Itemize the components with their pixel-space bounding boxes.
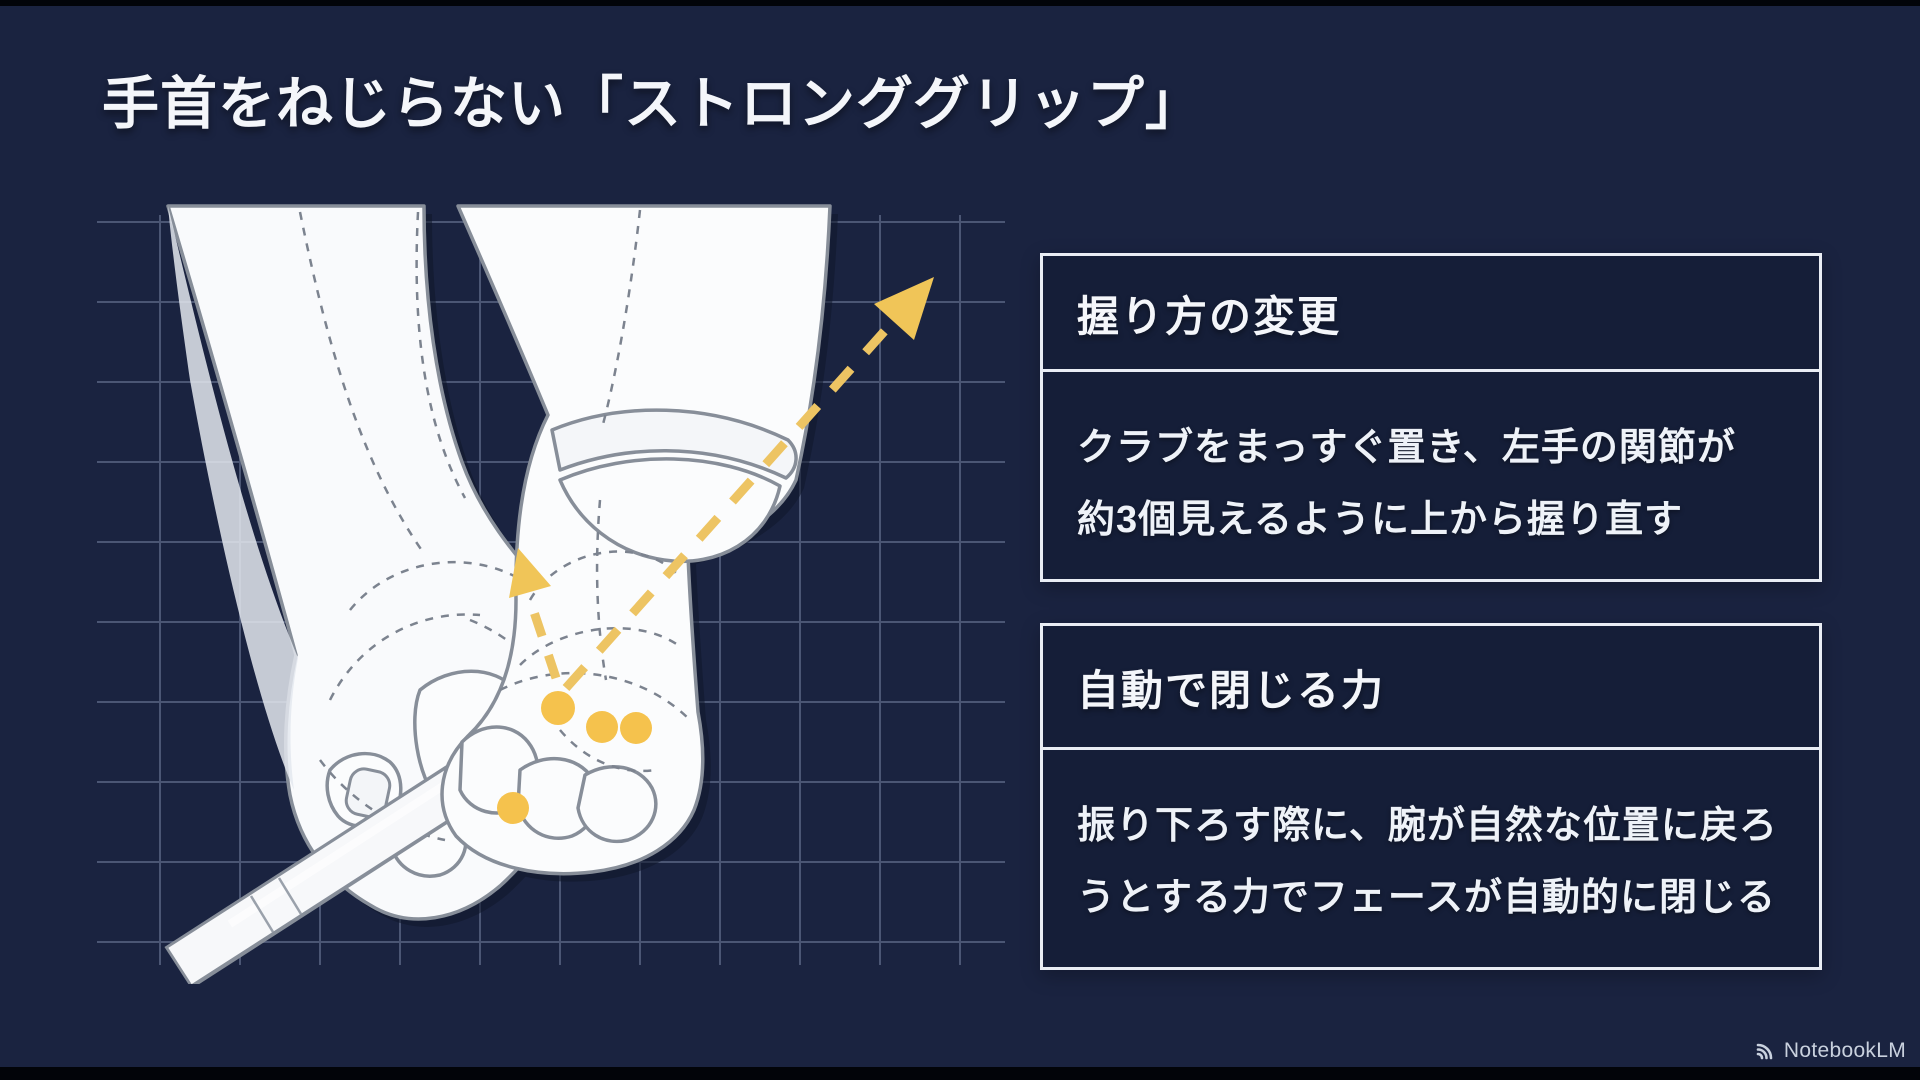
letterbox-bar-bottom bbox=[0, 1067, 1920, 1080]
notebooklm-watermark: NotebookLM bbox=[1753, 1039, 1906, 1063]
right-glove bbox=[440, 204, 832, 876]
grip-diagram-illustration bbox=[97, 204, 1005, 984]
info-card-grip-change-header: 握り方の変更 bbox=[1043, 256, 1819, 372]
info-card-auto-close-body: 振り下ろす際に、腕が自然な位置に戻ろ うとする力でフェースが自動的に閉じる bbox=[1077, 805, 1778, 919]
info-card-auto-close: 自動で閉じる力 振り下ろす際に、腕が自然な位置に戻ろ うとする力でフェースが自動… bbox=[1040, 623, 1822, 970]
knuckle-dots bbox=[497, 691, 652, 824]
info-card-grip-change: 握り方の変更 クラブをまっすぐ置き、左手の関節が 約3個見えるように上から握り直… bbox=[1040, 253, 1822, 582]
rotation-arrow-short bbox=[509, 548, 561, 680]
letterbox-bar-top bbox=[0, 0, 1920, 6]
info-card-grip-change-body: クラブをまっすぐ置き、左手の関節が 約3個見えるように上から握り直す bbox=[1077, 427, 1736, 541]
notebooklm-logo-text: NotebookLM bbox=[1783, 1039, 1906, 1062]
info-card-auto-close-header: 自動で閉じる力 bbox=[1043, 626, 1819, 750]
swing-arrow-long bbox=[562, 277, 934, 691]
page-title: 手首をねじらない「ストロンググリップ」 bbox=[102, 72, 1203, 136]
notebooklm-logo-icon bbox=[1756, 1043, 1773, 1060]
